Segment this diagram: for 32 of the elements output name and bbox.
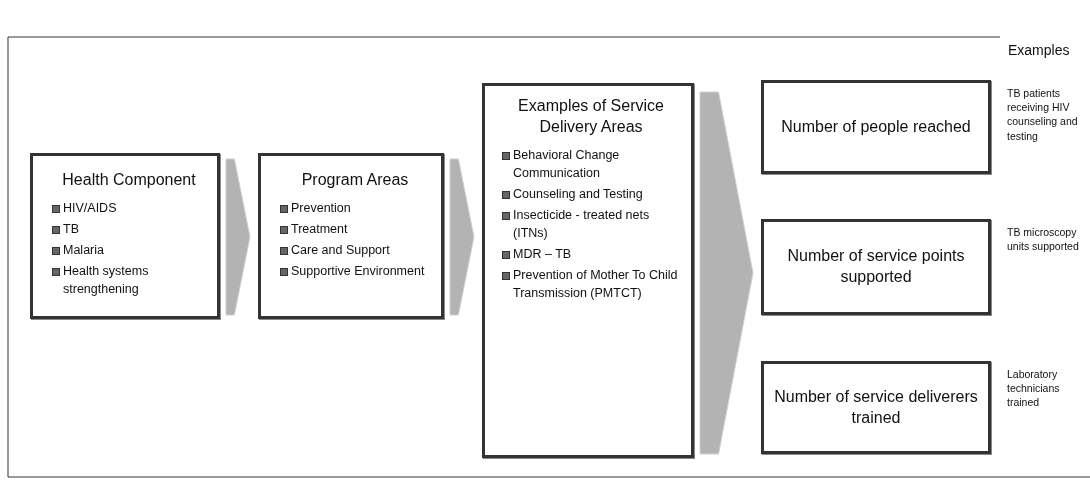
bullet-item: TB [51, 219, 207, 239]
process-box [761, 361, 991, 454]
bullet-item: Malaria [51, 241, 207, 260]
bullet-item: Prevention [279, 198, 431, 217]
bullet-item: Prevention of Mother To Child Transmission (PMTCT) [501, 266, 681, 303]
chevron-arrow [699, 91, 754, 455]
box-heading: Number of service deliverers trained [773, 386, 979, 428]
bullet-item: Supportive Environment [279, 262, 431, 281]
box-heading: Number of service points supported [786, 246, 966, 287]
bullet-item: Counseling and Testing [501, 184, 681, 203]
bullet-item: MDR – TB [501, 245, 681, 264]
chevron-arrow [225, 158, 251, 316]
column-heading: Examples [1008, 42, 1070, 58]
example-note: TB microscopy units supported [1007, 225, 1080, 254]
example-note: Laboratory technicians trained [1007, 367, 1061, 410]
bullet-item: Care and Support [279, 241, 431, 260]
box-heading: Number of people reached [780, 116, 972, 137]
bullet-item: Treatment [279, 219, 431, 239]
process-box [482, 83, 694, 458]
process-box [761, 80, 991, 174]
box-heading: Examples of Service Delivery Areas [517, 96, 665, 137]
bullet-item: HIV/AIDS [51, 198, 207, 217]
bullet-item: Behavioral Change Communication [501, 145, 681, 182]
chevron-arrow [449, 158, 475, 316]
process-box [30, 153, 220, 319]
bullet-item: Insecticide - treated nets (ITNs) [501, 205, 681, 243]
process-box [258, 153, 444, 319]
process-box [761, 219, 991, 315]
bullet-item: Health systems strengthening [51, 262, 207, 299]
example-note: TB patients receiving HIV counseling and testing [1007, 86, 1079, 143]
box-heading: Program Areas [300, 170, 410, 190]
box-heading: Health Component [61, 170, 197, 190]
